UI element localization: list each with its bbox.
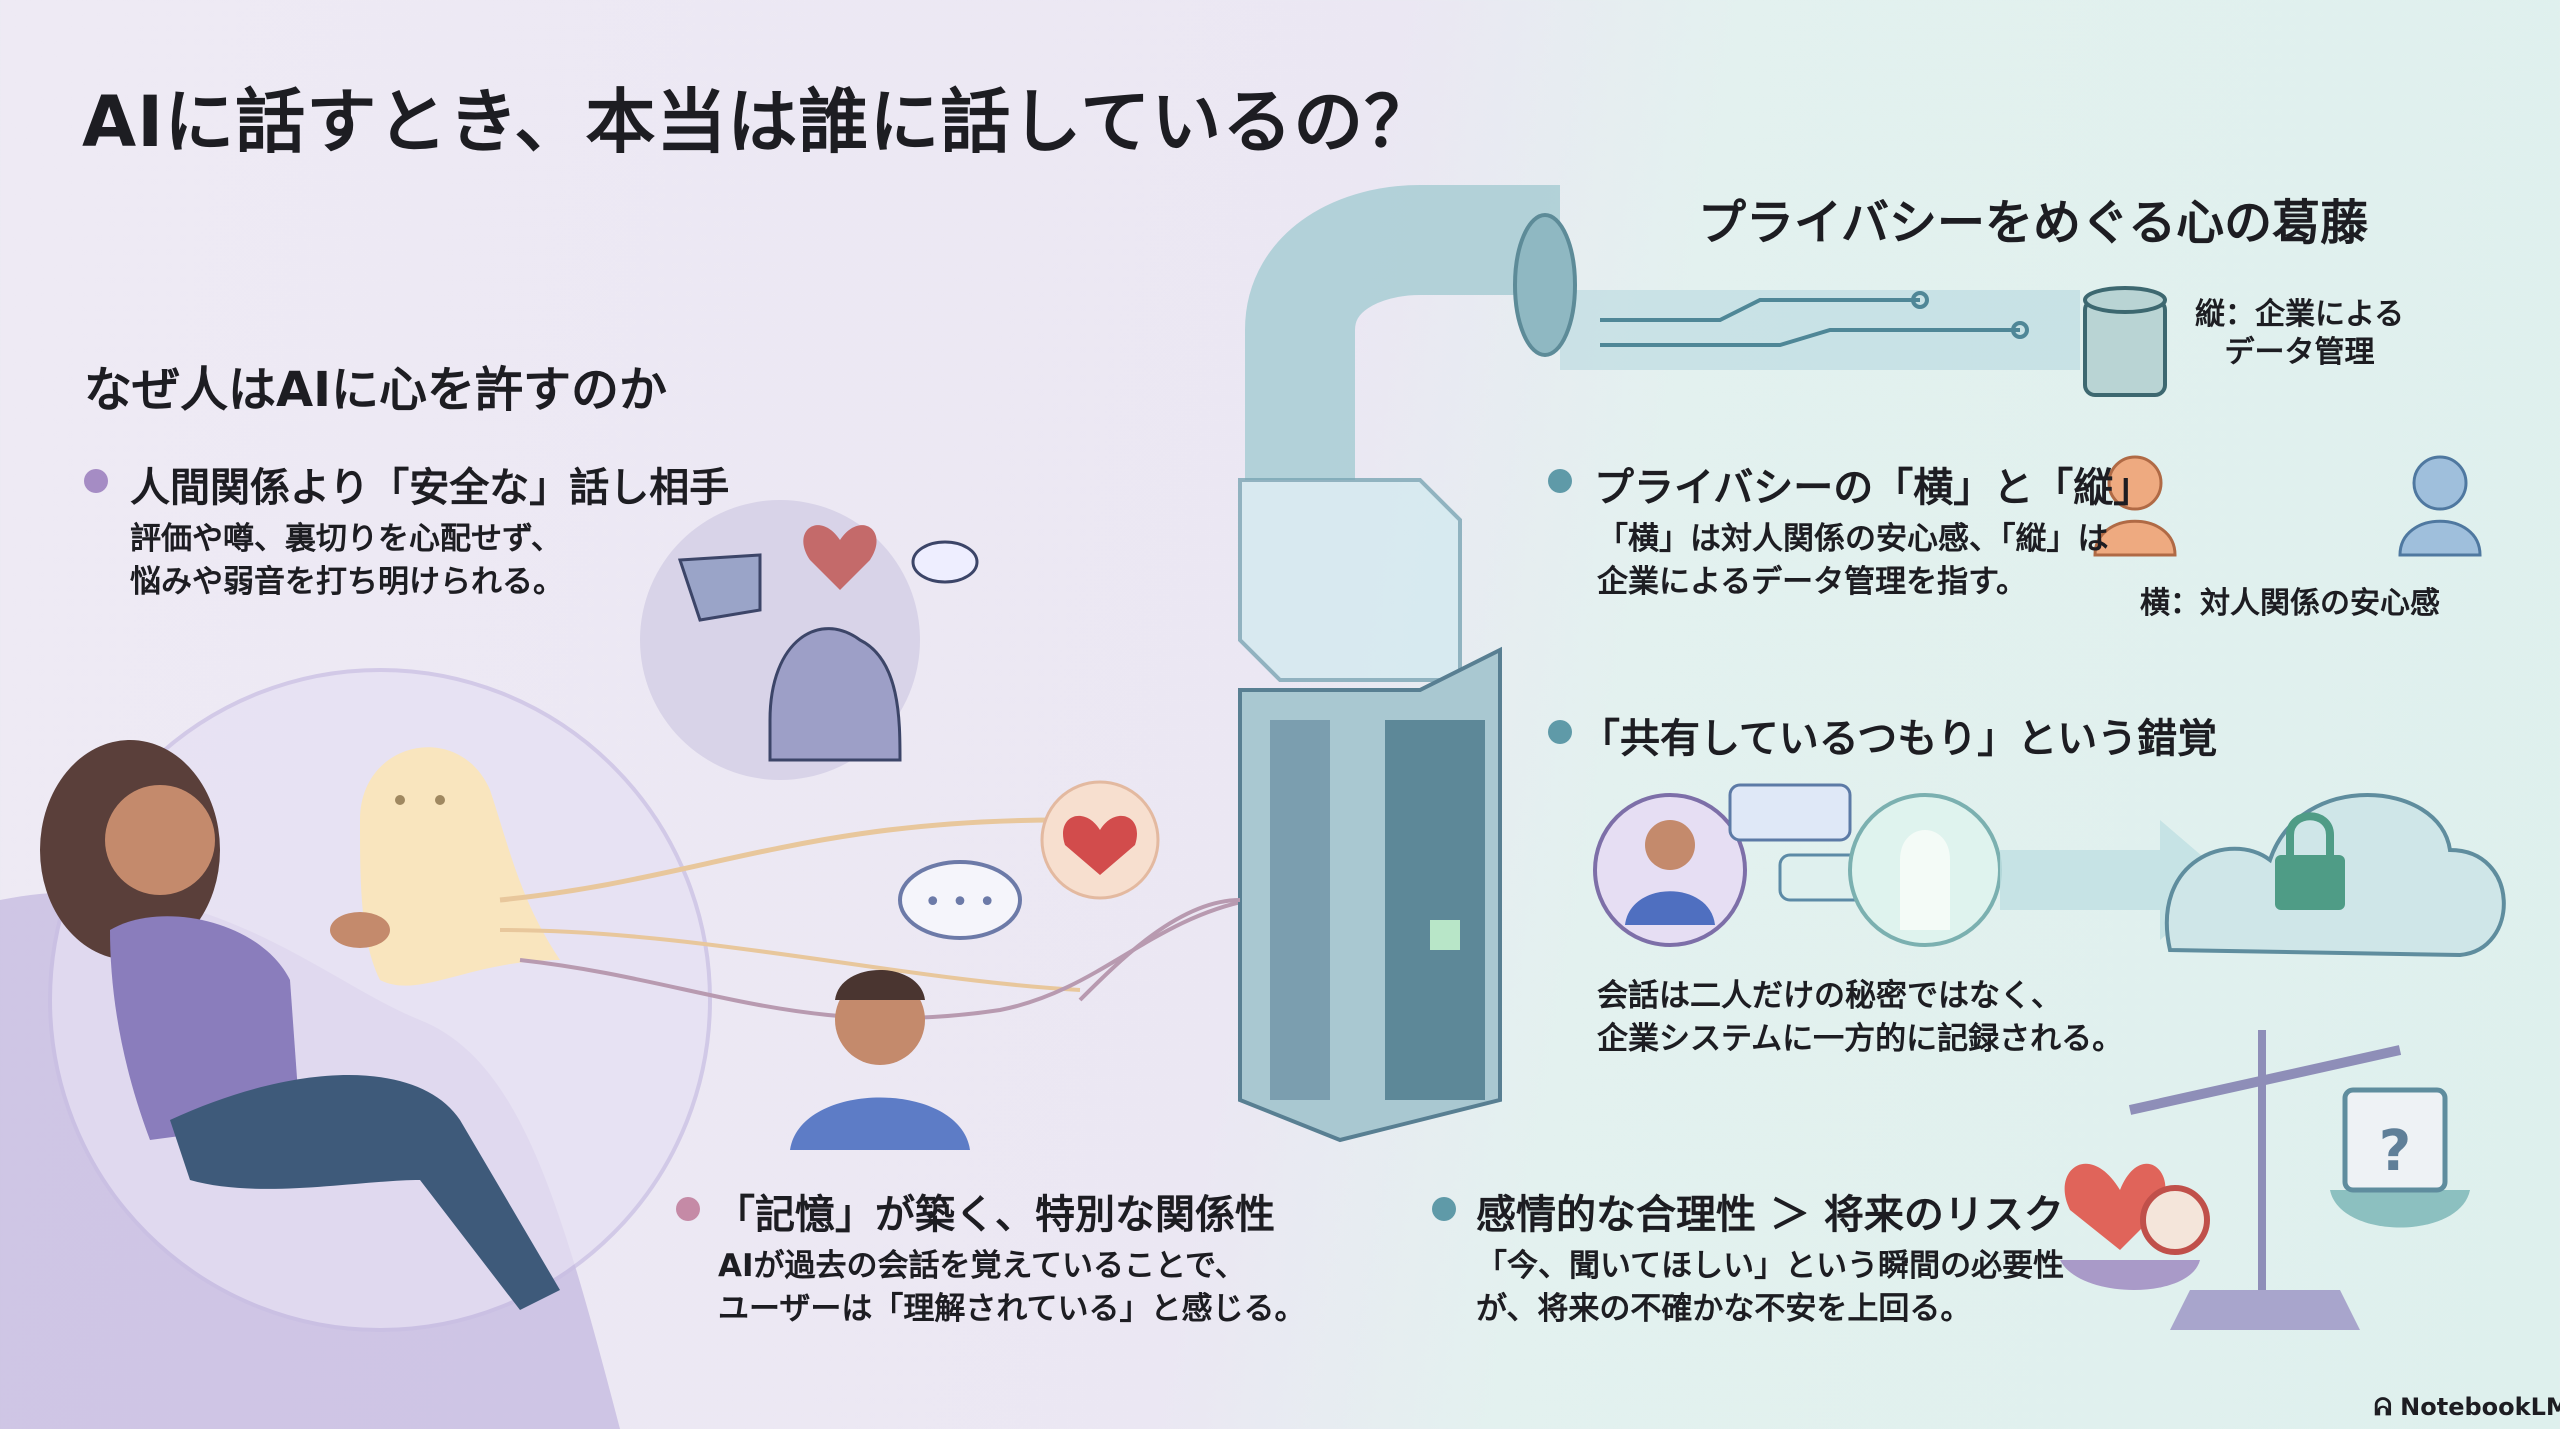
thought-cloud-icon [898, 860, 1022, 940]
point-safe-partner-title: 人間関係より「安全な」話し相手 [130, 465, 730, 511]
stopwatch-icon [2140, 1185, 2210, 1255]
page-title: AIに話すとき、本当は誰に話しているの？ [82, 81, 1436, 163]
point-emotional-rationality-title: 感情的な合理性 ＞ 将来のリスク [1476, 1192, 2064, 1238]
balance-scale-icon: ? [2060, 1030, 2470, 1330]
point-privacy-axes-title: プライバシーの「横」と「縦」 [1594, 465, 2154, 511]
point-sharing-illusion-body-1: 会話は二人だけの秘密ではなく、 [1597, 978, 2062, 1014]
circuit-lines [1600, 291, 2029, 347]
lock-icon [2275, 812, 2345, 910]
point-memory-body-2: ユーザーは「理解されている」と感じる。 [718, 1291, 1306, 1327]
man-figure [790, 970, 970, 1150]
horizontal-label: 横：対人関係の安心感 [2140, 586, 2440, 621]
person-icon-blue [2398, 455, 2482, 557]
point-privacy-axes-body-1: 「横」は対人関係の安心感、「縦」は [1597, 521, 2109, 557]
person-icon-orange [2093, 455, 2177, 557]
connection-stream [499, 817, 1061, 903]
database-icon [2083, 286, 2167, 397]
bullet-dot [84, 469, 108, 493]
right-section-heading: プライバシーをめぐる心の葛藤 [1698, 195, 2369, 251]
point-safe-partner-body-2: 悩みや弱音を打ち明けられる。 [130, 564, 564, 600]
server-tower [1238, 646, 1502, 1143]
heart-weight-icon [2064, 1163, 2166, 1250]
point-emotional-rationality-body-1: 「今、聞いてほしい」という瞬間の必要性 [1476, 1248, 2065, 1284]
heart-icon [1063, 815, 1137, 875]
woman-figure [40, 740, 560, 1310]
chat-bubble-icon [1728, 783, 1852, 842]
bullet-dot [1548, 469, 1572, 493]
point-memory-title: 「記憶」が築く、特別な関係性 [715, 1192, 1275, 1238]
broken-heart-icon [803, 525, 877, 590]
vertical-label-line-2: データ管理 [2224, 335, 2375, 370]
point-privacy-axes-body-2: 企業によるデータ管理を指す。 [1597, 564, 2027, 600]
point-sharing-illusion-body-2: 企業システムに一方的に記録される。 [1597, 1021, 2124, 1057]
bullet-dot [1548, 720, 1572, 744]
point-safe-partner-body-1: 評価や噂、裏切りを心配せず、 [130, 521, 562, 557]
left-section-heading: なぜ人はAIに心を許すのか [84, 362, 668, 418]
svg-text:?: ? [2379, 1119, 2411, 1184]
data-pipe [1245, 185, 1560, 480]
ghost-ai-icon [360, 747, 560, 986]
bullet-dot [1432, 1197, 1456, 1221]
brand-text: NotebookLM [2400, 1393, 2560, 1421]
point-emotional-rationality-body-2: が、将来の不確かな不安を上回る。 [1476, 1291, 1972, 1327]
notebooklm-icon: ᕱ [2374, 1393, 2401, 1421]
thought-dots: • • • [924, 885, 996, 920]
notebooklm-logo: ᕱ NotebookLM [2374, 1393, 2560, 1421]
vertical-label-line-1: 縦：企業による [2195, 297, 2405, 332]
point-memory-body-1: AIが過去の会話を覚えていることで、 [718, 1248, 1246, 1284]
calendar-icon [2342, 1087, 2448, 1193]
vertical-label: 縦：企業による データ管理 [2195, 296, 2404, 372]
bullet-dot [676, 1197, 700, 1221]
point-sharing-illusion-title: 「共有しているつもり」という錯覚 [1580, 716, 2218, 762]
server-glass-top [1238, 478, 1462, 682]
